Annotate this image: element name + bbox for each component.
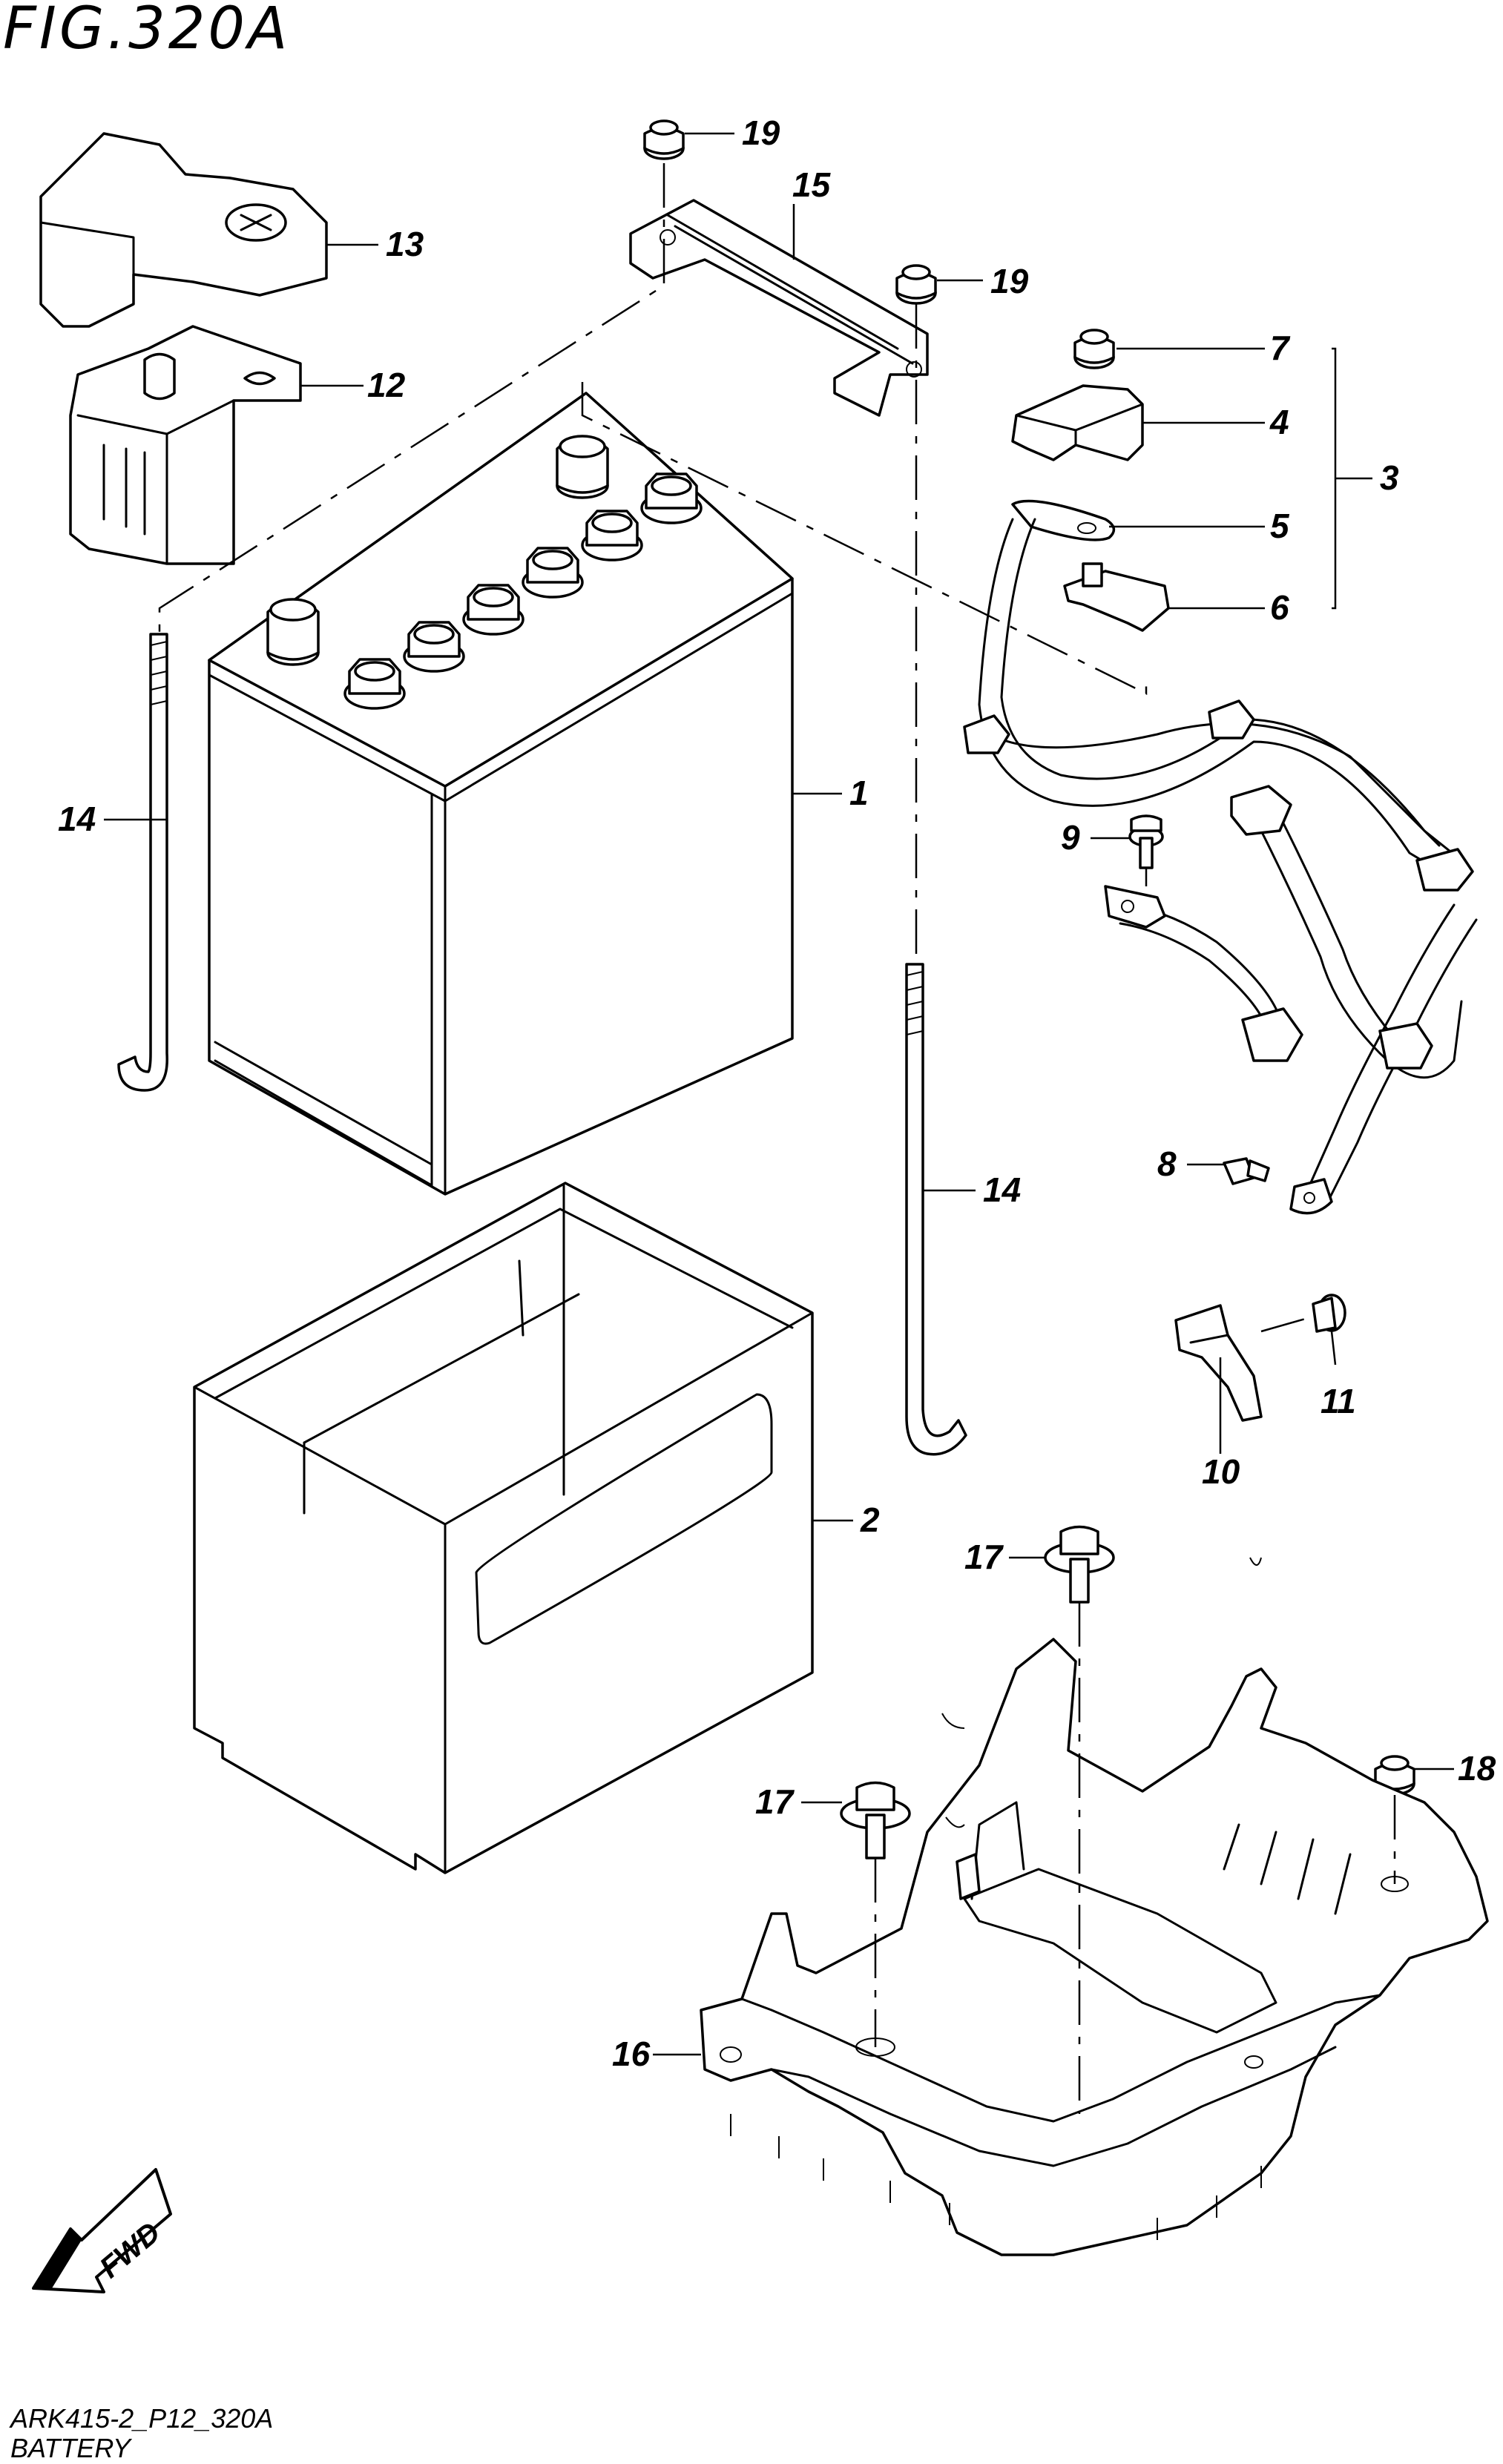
callout-2: 2 <box>860 1501 880 1539</box>
battery-box <box>193 1182 814 1874</box>
fwd-direction-arrow: FWD <box>32 2168 172 2293</box>
cable-terminal-5 <box>1011 499 1116 541</box>
figure-name: BATTERY <box>10 2433 131 2463</box>
callout-10: 10 <box>1202 1452 1240 1491</box>
battery-tray <box>700 1557 1489 2256</box>
callouts: 19 15 19 13 12 7 4 3 5 6 1 14 9 14 8 11 … <box>58 113 1496 2073</box>
vent-caps <box>343 472 703 710</box>
battery <box>208 392 794 1196</box>
terminal-bracket-6 <box>1063 562 1170 632</box>
callout-7: 7 <box>1270 329 1291 367</box>
figure-title: FIG.320A <box>3 0 291 62</box>
callout-9: 9 <box>1061 818 1080 857</box>
callout-5: 5 <box>1270 507 1290 545</box>
negative-terminal <box>556 435 609 499</box>
callout-17b: 17 <box>755 1782 795 1821</box>
positive-terminal <box>266 598 320 666</box>
callout-14a: 14 <box>58 800 96 838</box>
callout-16: 16 <box>612 2035 651 2073</box>
nut-7 <box>1073 329 1115 369</box>
figure-code: ARK415-2_P12_320A <box>10 2403 274 2434</box>
callout-17a: 17 <box>964 1538 1004 1576</box>
battery-cover <box>39 132 328 328</box>
callout-11: 11 <box>1321 1382 1356 1420</box>
bolt-11 <box>1312 1294 1346 1333</box>
bolt-9 <box>1128 814 1164 869</box>
callout-19b: 19 <box>990 262 1029 300</box>
hold-down-rod-left <box>117 633 168 1092</box>
callout-12: 12 <box>367 366 406 404</box>
callout-3: 3 <box>1380 458 1399 497</box>
cable-cover-4 <box>1011 384 1144 461</box>
callout-15: 15 <box>792 165 832 204</box>
bolt-17-lower <box>840 1781 911 1859</box>
nut-19-upper <box>643 119 685 160</box>
hold-down-rod-right <box>905 963 967 1456</box>
battery-cable-harness <box>963 518 1478 1215</box>
callout-6: 6 <box>1270 588 1289 627</box>
battery-clamp <box>629 199 929 417</box>
bracket-10 <box>1174 1304 1263 1422</box>
callout-19a: 19 <box>742 113 780 152</box>
bolt-8 <box>1223 1157 1270 1185</box>
terminal-box <box>69 325 302 565</box>
assembly-lines <box>158 163 1396 2114</box>
callout-1: 1 <box>849 774 869 812</box>
nut-19-lower <box>895 264 937 305</box>
callout-13: 13 <box>386 225 424 263</box>
callout-8: 8 <box>1157 1144 1177 1183</box>
callout-4: 4 <box>1269 403 1289 441</box>
leader-lines <box>104 132 1454 2056</box>
callout-18: 18 <box>1458 1749 1496 1788</box>
bolt-17-upper <box>1044 1525 1115 1604</box>
callout-14b: 14 <box>983 1170 1021 1209</box>
